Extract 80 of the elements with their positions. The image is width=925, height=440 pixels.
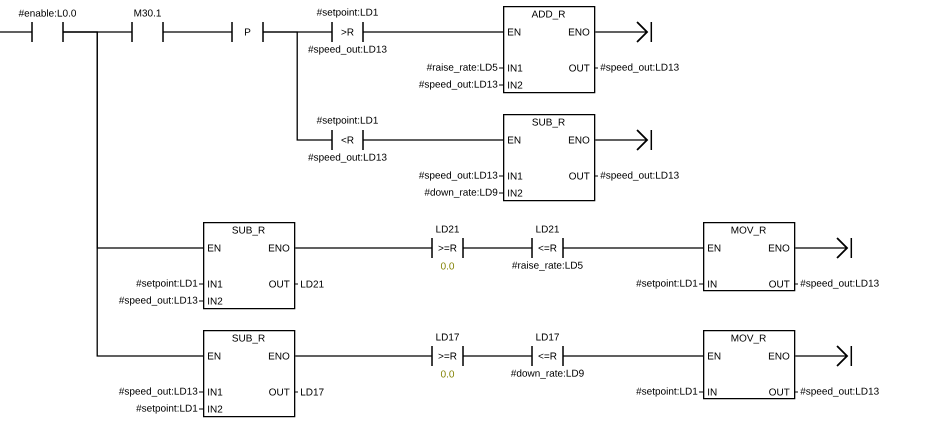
operand-label: #speed_out:LD13: [118, 296, 198, 306]
operand-label: LD21: [436, 226, 459, 232]
pin-label: EN: [508, 28, 520, 36]
pin-label: OUT: [769, 388, 790, 396]
pin-label: OUT: [769, 280, 790, 288]
pin-label: EN: [708, 352, 720, 360]
wire: [563, 355, 703, 357]
wire: [795, 237, 848, 259]
wire: [595, 129, 648, 151]
block-title: MOV_R: [732, 226, 766, 236]
pin-label: IN2: [208, 406, 222, 412]
operand-label: #speed_out:LD13: [800, 279, 879, 289]
wire: [363, 31, 503, 33]
operand-label: LD17: [301, 388, 324, 396]
operand-label: #setpoint:LD1: [636, 387, 698, 397]
pin-label: OUT: [269, 388, 290, 396]
block-title: SUB_R: [232, 226, 265, 236]
pin-label: ENO: [268, 244, 290, 252]
pin-label: IN2: [508, 190, 522, 196]
pin-label: EN: [508, 136, 520, 144]
operand-label: #raise_rate:LD5: [512, 261, 583, 271]
block-title: MOV_R: [732, 334, 766, 344]
wire: [295, 247, 432, 249]
block-title: ADD_R: [532, 10, 565, 20]
pin-label: IN2: [508, 82, 522, 88]
pin-label: IN1: [508, 172, 522, 180]
operand-label: #setpoint:LD1: [136, 404, 198, 414]
operand-label: #setpoint:LD1: [316, 116, 378, 126]
operand-label: LD21: [536, 226, 559, 232]
operand-label: M30.1: [134, 9, 161, 17]
wire: [295, 355, 432, 357]
operand-label: #down_rate:LD9: [510, 369, 584, 379]
operand-label: LD17: [536, 334, 559, 340]
wire: [795, 345, 848, 367]
block-title: SUB_R: [232, 334, 265, 344]
pin-label: EN: [208, 352, 220, 360]
operand-label: #speed_out:LD13: [800, 387, 879, 397]
operand-label: #speed_out:LD13: [600, 171, 679, 181]
operand-label: #speed_out:LD13: [308, 153, 387, 163]
operand-label: #speed_out:LD13: [308, 45, 387, 55]
pin-label: IN1: [208, 280, 222, 288]
pin-label: ENO: [768, 244, 790, 252]
operand-label: LD17: [436, 334, 459, 340]
pin-label: ENO: [568, 136, 590, 144]
operand-label: #setpoint:LD1: [136, 279, 198, 289]
operand-label: #raise_rate:LD5: [426, 63, 498, 73]
operand-label: LD21: [301, 280, 324, 288]
pin-label: OUT: [569, 64, 590, 72]
pin-label: ENO: [268, 352, 290, 360]
wire: [463, 355, 532, 357]
operand-label: #down_rate:LD9: [424, 188, 498, 198]
pin-label: EN: [708, 244, 720, 252]
operand-label: #speed_out:LD13: [418, 80, 498, 90]
pin-label: OUT: [269, 280, 290, 288]
wire: [0, 31, 32, 33]
pin-label: IN: [708, 388, 716, 396]
wire: [563, 247, 703, 249]
operand-label: #setpoint:LD1: [316, 8, 378, 18]
pin-label: ENO: [768, 352, 790, 360]
wire: [263, 31, 332, 141]
wire: [63, 31, 203, 357]
wire: [163, 31, 232, 33]
operand-label: #speed_out:LD13: [418, 171, 498, 181]
operand-label: #setpoint:LD1: [636, 279, 698, 289]
pin-label: IN1: [208, 388, 222, 396]
operand-label: #speed_out:LD13: [118, 387, 198, 397]
pin-label: OUT: [569, 172, 590, 180]
operand-label: 0.0: [440, 262, 454, 270]
operand-label: 0.0: [440, 370, 454, 378]
operand-label: #speed_out:LD13: [600, 63, 679, 73]
pin-label: EN: [208, 244, 220, 252]
wire: [595, 21, 648, 43]
pin-label: IN1: [508, 64, 522, 72]
block-title: SUB_R: [532, 118, 565, 128]
pin-label: ENO: [568, 28, 590, 36]
wire: [363, 139, 503, 141]
operand-label: #enable:L0.0: [18, 9, 76, 17]
pin-label: IN2: [208, 298, 222, 304]
wire: [463, 247, 532, 249]
pin-label: IN: [708, 280, 716, 288]
